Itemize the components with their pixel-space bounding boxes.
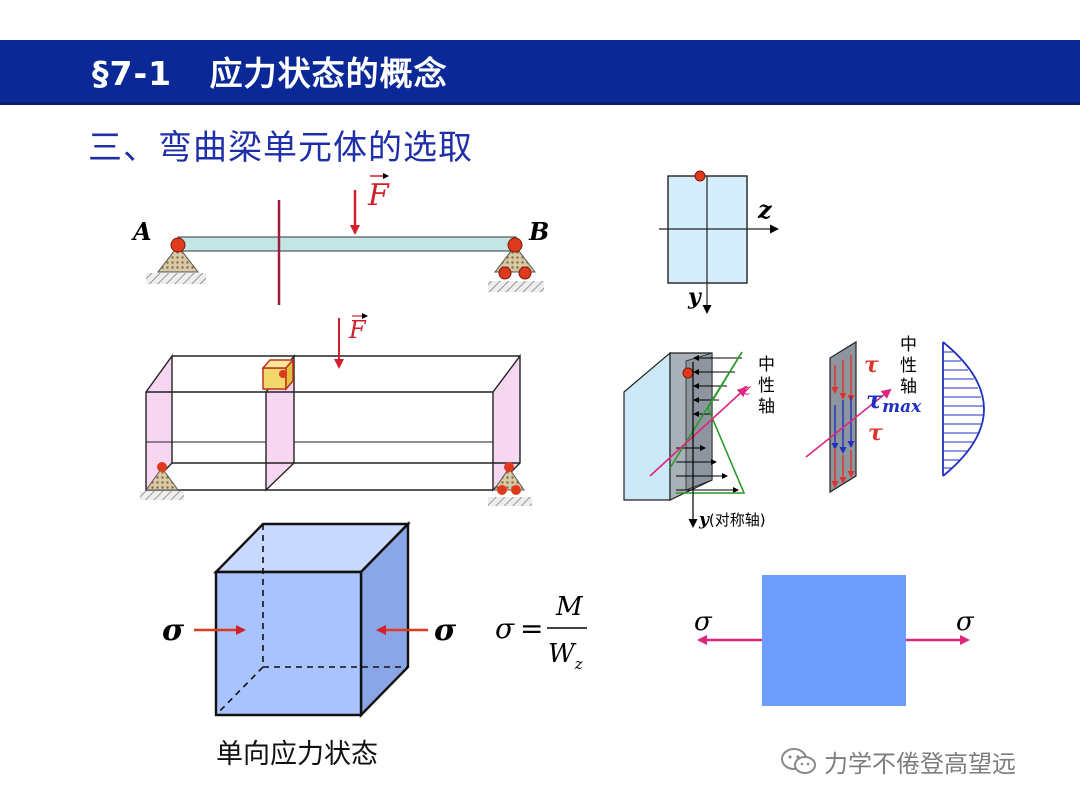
cross-section-axis-y: y [687, 284, 703, 310]
beam-label-a: A [131, 217, 152, 246]
shear-tau-top: τ [864, 352, 879, 378]
shear-neutral-axis-2: 性 [900, 356, 917, 376]
normal-stress-neutral-axis-1: 中 [758, 355, 775, 375]
slide-title: §7-1 应力状态的概念 [92, 54, 448, 93]
watermark: 力学不倦登高望远 [780, 744, 1016, 779]
normal-stress-neutral-axis-3: 轴 [758, 397, 775, 417]
beam3d-force-label: F [348, 316, 367, 344]
pin-a [170, 237, 186, 253]
shear-neutral-axis-3: 轴 [900, 377, 917, 397]
element-2d-square [762, 575, 906, 706]
title-bar: §7-1 应力状态的概念 [0, 40, 1080, 105]
cube-sigma-right: σ [434, 613, 457, 648]
formula-denominator: Wz [548, 639, 583, 673]
beam-3d-diagram: F [140, 313, 532, 506]
element-2d-sigma-left: σ [694, 607, 713, 637]
normal-stress-axis-y: y(对称轴) [698, 510, 766, 530]
slide-subtitle: 三、弯曲梁单元体的选取 [88, 128, 473, 168]
formula-numerator: M [555, 592, 584, 622]
shear-tau-max: τmax [866, 385, 922, 417]
watermark-text: 力学不倦登高望远 [824, 750, 1016, 778]
roller-b-left [498, 266, 512, 280]
cross-section-diagram: z y [659, 170, 779, 314]
element-2d: σ σ [694, 575, 975, 706]
ground-b [488, 281, 544, 292]
formula-eq: = [520, 612, 543, 645]
cube-front [214, 570, 363, 717]
wechat-icon [781, 747, 816, 774]
roller-b-right [518, 266, 532, 280]
cross-section-axis-z: z [757, 195, 773, 224]
shear-parabola [942, 341, 985, 477]
beam-diagram: A B F [131, 173, 549, 305]
normal-stress-diagram: z y(对称轴) 中 性 轴 [623, 351, 775, 530]
pin-b [507, 237, 523, 253]
normal-stress-axis-z: z [741, 380, 752, 400]
shear-tau-bottom: τ [868, 420, 883, 446]
support-b [493, 245, 537, 273]
formula-lhs: σ [495, 612, 515, 645]
element-2d-sigma-right: σ [956, 607, 975, 637]
bending-formula: σ = M Wz [495, 592, 587, 673]
element-cube: σ σ [162, 521, 457, 718]
element-caption: 单向应力状态 [216, 739, 378, 770]
shear-neutral-axis-1: 中 [900, 335, 917, 355]
ground-a [146, 273, 206, 284]
force-label: F [367, 178, 390, 213]
normal-stress-neutral-axis-2: 性 [758, 376, 775, 396]
beam-body [177, 236, 517, 252]
support-a [156, 245, 200, 273]
shear-stress-diagram: τ τmax τ 中 性 轴 [805, 335, 985, 494]
cube-sigma-left: σ [162, 613, 185, 648]
beam-label-b: B [528, 217, 549, 246]
